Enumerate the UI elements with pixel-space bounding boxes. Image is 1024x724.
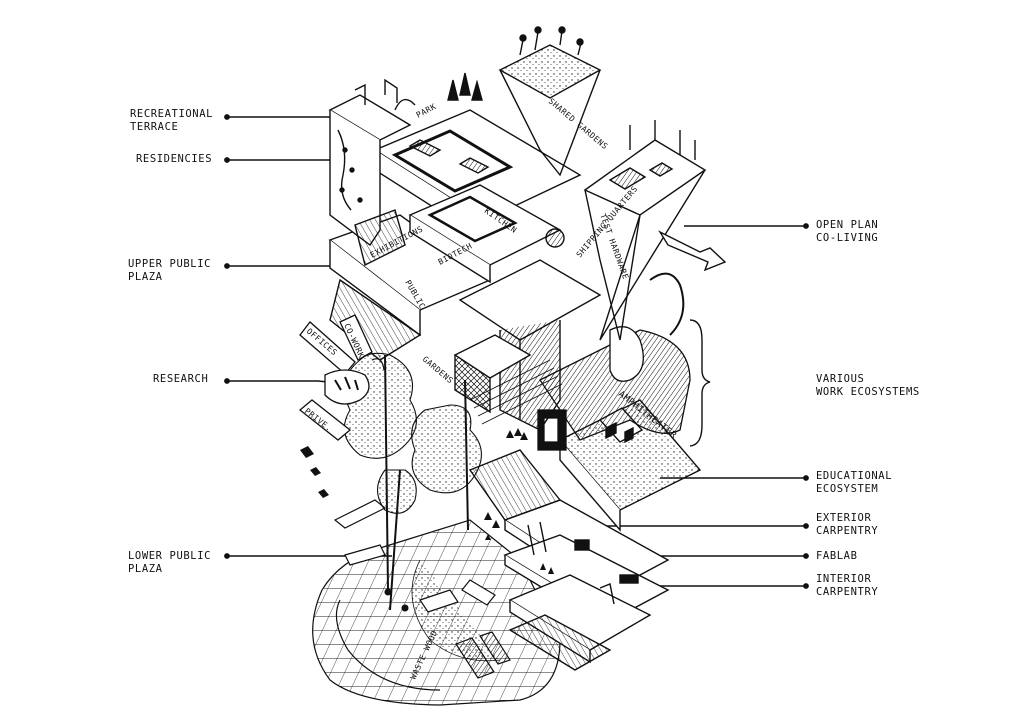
- label-residencies: RESIDENCIES: [136, 153, 213, 165]
- label-upper-public-plaza: UPPER PUBLIC PLAZA: [128, 258, 212, 283]
- tag-gardens: GARDENS: [421, 355, 455, 386]
- label-lower-public-plaza: LOWER PUBLIC PLAZA: [128, 550, 212, 575]
- label-open-plan-coliving: OPEN PLAN CO-LIVING: [816, 219, 879, 244]
- shared-gardens-block: [498, 26, 602, 177]
- label-exterior-carpentry: EXTERIOR CARPENTRY: [816, 512, 879, 537]
- trees: [343, 352, 482, 612]
- label-various-work-ecosystems: VARIOUS WORK ECOSYSTEMS: [816, 373, 920, 398]
- residencies-level: [373, 109, 582, 284]
- lower-plaza-ground: [312, 499, 561, 706]
- tag-shared-gardens: SHARED GARDENS: [547, 97, 610, 152]
- label-interior-carpentry: INTERIOR CARPENTRY: [816, 573, 879, 598]
- tag-park: PARK: [415, 102, 438, 120]
- label-fablab: FABLAB: [816, 550, 858, 562]
- label-research: RESEARCH: [153, 373, 209, 385]
- leader-lines-left: [224, 114, 392, 559]
- research-signs: [298, 314, 385, 441]
- coliving-block: [583, 120, 727, 341]
- people-figures: [300, 428, 554, 574]
- carpentry-layers: [503, 499, 670, 671]
- label-educational-ecosystem: EDUCATIONAL ECOSYSTEM: [816, 470, 893, 495]
- recreational-terrace: [328, 72, 483, 267]
- label-recreational-terrace: RECREATIONAL TERRACE: [130, 108, 214, 133]
